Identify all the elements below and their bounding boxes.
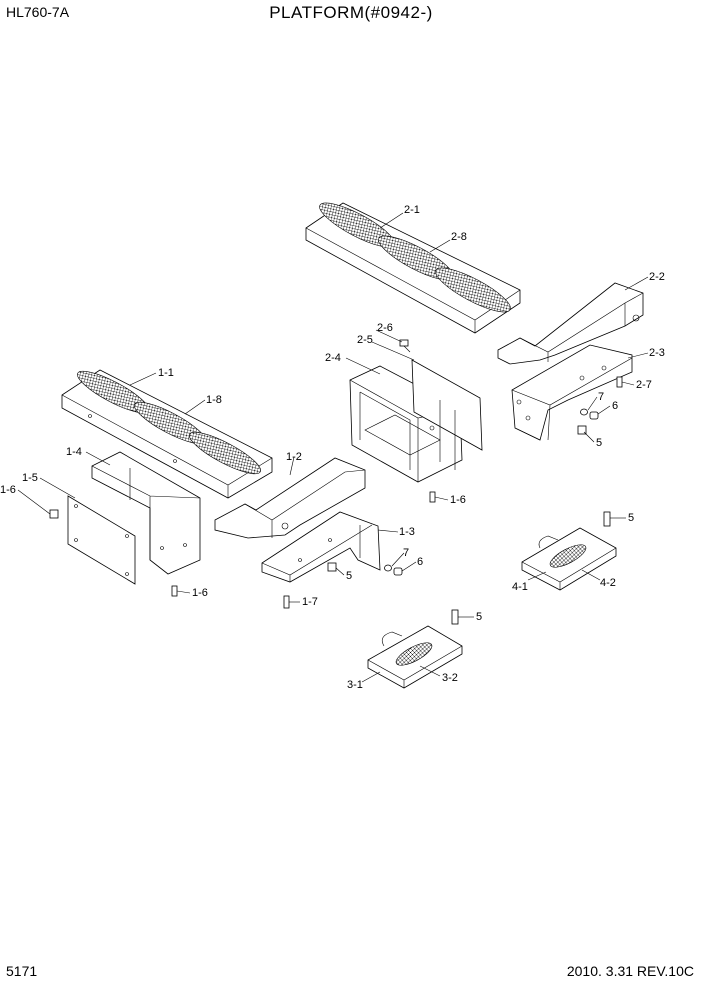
callout-2-5: 2-5 [357, 334, 373, 346]
callout-1-4: 1-4 [66, 446, 82, 458]
bolt-1-6-center [429, 491, 436, 503]
callout-7b: 7 [403, 547, 409, 559]
callout-1-2: 1-2 [286, 451, 302, 463]
callout-1-6b: 1-6 [450, 494, 466, 506]
center-box-assembly [349, 359, 483, 483]
right-angled-cover [497, 282, 644, 365]
bolt-5a [577, 425, 587, 435]
callout-3-2: 3-2 [442, 672, 458, 684]
callout-5b: 5 [346, 570, 352, 582]
callout-2-3: 2-3 [649, 347, 665, 359]
callout-2-2: 2-2 [649, 271, 665, 283]
callout-5d: 5 [476, 611, 482, 623]
callout-5a: 5 [596, 437, 602, 449]
pin-6b [393, 567, 403, 576]
callout-7a: 7 [598, 391, 604, 403]
callout-2-7: 2-7 [636, 379, 652, 391]
right-step-plate [521, 527, 617, 591]
right-bracket [511, 344, 633, 441]
bolt-5b [327, 562, 337, 572]
washer-7a [580, 408, 588, 416]
bolts [49, 339, 623, 625]
bolt-2-6 [399, 339, 411, 353]
callout-1-5: 1-5 [22, 472, 38, 484]
callout-5c: 5 [628, 512, 634, 524]
lower-step-plate [367, 625, 463, 689]
bolt-1-6-bottom [171, 585, 178, 597]
callout-2-4: 2-4 [325, 352, 341, 364]
leader-lines [17, 212, 649, 683]
bolt-1-6-left [49, 509, 59, 519]
callout-4-2: 4-2 [600, 577, 616, 589]
callout-1-1: 1-1 [158, 367, 174, 379]
callout-2-1: 2-1 [404, 204, 420, 216]
middle-bracket [261, 511, 381, 583]
callout-1-8: 1-8 [206, 394, 222, 406]
callout-1-7: 1-7 [302, 596, 318, 608]
callout-2-6: 2-6 [377, 322, 393, 334]
bolt-2-7 [616, 376, 623, 388]
pin-6a [589, 411, 599, 420]
washer-7b [384, 564, 392, 572]
callout-labels: 2-1 2-8 2-2 2-6 2-5 2-4 2-3 2-7 7 6 5 1-… [0, 204, 665, 691]
callout-6b: 6 [417, 556, 423, 568]
model-label: HL760-7A [6, 4, 70, 20]
revision-date: 2010. 3.31 REV.10C [566, 963, 694, 979]
callout-4-1: 4-1 [512, 581, 528, 593]
left-bracket [91, 451, 201, 575]
callout-6a: 6 [612, 400, 618, 412]
callout-1-6a: 1-6 [0, 484, 16, 496]
callout-1-3: 1-3 [399, 526, 415, 538]
callout-3-1: 3-1 [347, 679, 363, 691]
left-tread-plate [61, 369, 273, 499]
page-title: PLATFORM(#0942-) [269, 3, 433, 22]
bolt-1-7 [283, 595, 290, 609]
bolt-5d [451, 609, 459, 625]
callout-2-8: 2-8 [451, 231, 467, 243]
bolt-5c [603, 511, 611, 527]
middle-cover [214, 457, 366, 539]
upper-tread-plate [305, 202, 521, 334]
callout-1-6c: 1-6 [192, 587, 208, 599]
page-number: 5171 [6, 963, 38, 979]
left-side-plate [67, 495, 136, 585]
